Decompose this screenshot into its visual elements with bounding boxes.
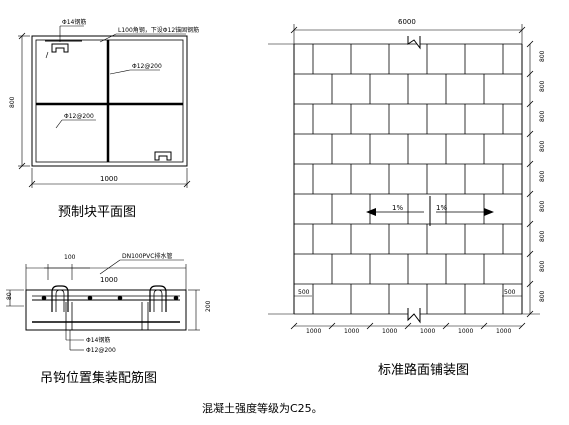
slab-plan (18, 25, 191, 188)
bottom-dim-tick (366, 322, 374, 330)
dim-total: 6000 (398, 18, 416, 26)
right-dim-4: 800 (539, 140, 546, 152)
bottom-dim-tick (404, 322, 412, 330)
slab-outline (31, 35, 188, 167)
break-mark-top (407, 36, 421, 50)
lifting-hook-bottom (154, 151, 172, 161)
dim-500-right: 500 (504, 289, 516, 296)
right-dim-tick (526, 160, 534, 168)
footnote: 混凝土强度等级为C25。 (202, 401, 323, 415)
right-dim-9: 800 (539, 290, 546, 302)
bottom-dim-5: 1000 (458, 328, 473, 335)
right-dim-1: 800 (539, 50, 546, 62)
break-mark-bottom (407, 308, 421, 324)
right-dim-tick (526, 250, 534, 258)
right-dim-tick (526, 220, 534, 228)
right-dim-tick (526, 100, 534, 108)
paving-caption: 标准路面铺装图 (378, 362, 469, 378)
right-dim-tick (526, 40, 534, 48)
right-dim-tick (526, 280, 534, 288)
bottom-dim-tick (442, 322, 450, 330)
bottom-dim-4: 1000 (420, 328, 435, 335)
right-dim-ticks (526, 40, 534, 318)
hook-section-caption: 吊钩位置集装配筋图 (40, 370, 157, 386)
bottom-dim-ticks (290, 322, 526, 330)
hook-left (51, 285, 69, 312)
bottom-dim-tick (290, 322, 298, 330)
right-dim-tick (526, 310, 534, 318)
right-dim-2: 800 (539, 80, 546, 92)
right-dim-tick (526, 190, 534, 198)
lifting-hook-top (51, 43, 69, 53)
pipe-label: DN100PVC排水管 (122, 252, 172, 260)
hook-right (149, 285, 167, 312)
callout-hook-bar: Φ14钢筋 (62, 18, 86, 26)
dim-100: 100 (64, 254, 76, 261)
callout-corner-angle: L100角钢，下设Φ12锚固钢筋 (118, 26, 199, 34)
dim-200: 200 (205, 300, 212, 312)
bar-label-2: Φ12@200 (86, 347, 116, 354)
dim-height: 800 (9, 96, 16, 108)
dim-500-left: 500 (298, 289, 310, 296)
right-dim-8: 800 (539, 260, 546, 272)
rebar-label-2: Φ12@200 (64, 113, 94, 120)
bottom-dim-tick (518, 322, 526, 330)
rebar-label-1: Φ12@200 (132, 63, 162, 70)
dim-1000-section: 1000 (100, 276, 118, 284)
right-dim-tick (526, 130, 534, 138)
bottom-dim-2: 1000 (344, 328, 359, 335)
slab-plan-caption: 预制块平面图 (58, 205, 136, 220)
bottom-dim-1: 1000 (306, 328, 321, 335)
slope-left: 1% (392, 204, 403, 212)
slope-right: 1% (436, 204, 447, 212)
right-dim-3: 800 (539, 110, 546, 122)
right-dim-tick (526, 70, 534, 78)
section-outline (25, 289, 187, 331)
right-dim-6: 800 (539, 200, 546, 212)
slab-inner-outline (35, 39, 184, 163)
bottom-dim-3: 1000 (382, 328, 397, 335)
bottom-dim-tick (480, 322, 488, 330)
right-dim-5: 800 (539, 170, 546, 182)
bottom-dim-6: 1000 (496, 328, 511, 335)
dim-width: 1000 (100, 175, 118, 183)
bar-label-1: Φ14钢筋 (86, 336, 110, 344)
right-dim-7: 800 (539, 230, 546, 242)
bottom-dim-tick (328, 322, 336, 330)
paving-grid (293, 43, 523, 315)
dim-80: 80 (6, 292, 13, 300)
hook-section (6, 259, 200, 351)
paving-dims (268, 24, 540, 327)
